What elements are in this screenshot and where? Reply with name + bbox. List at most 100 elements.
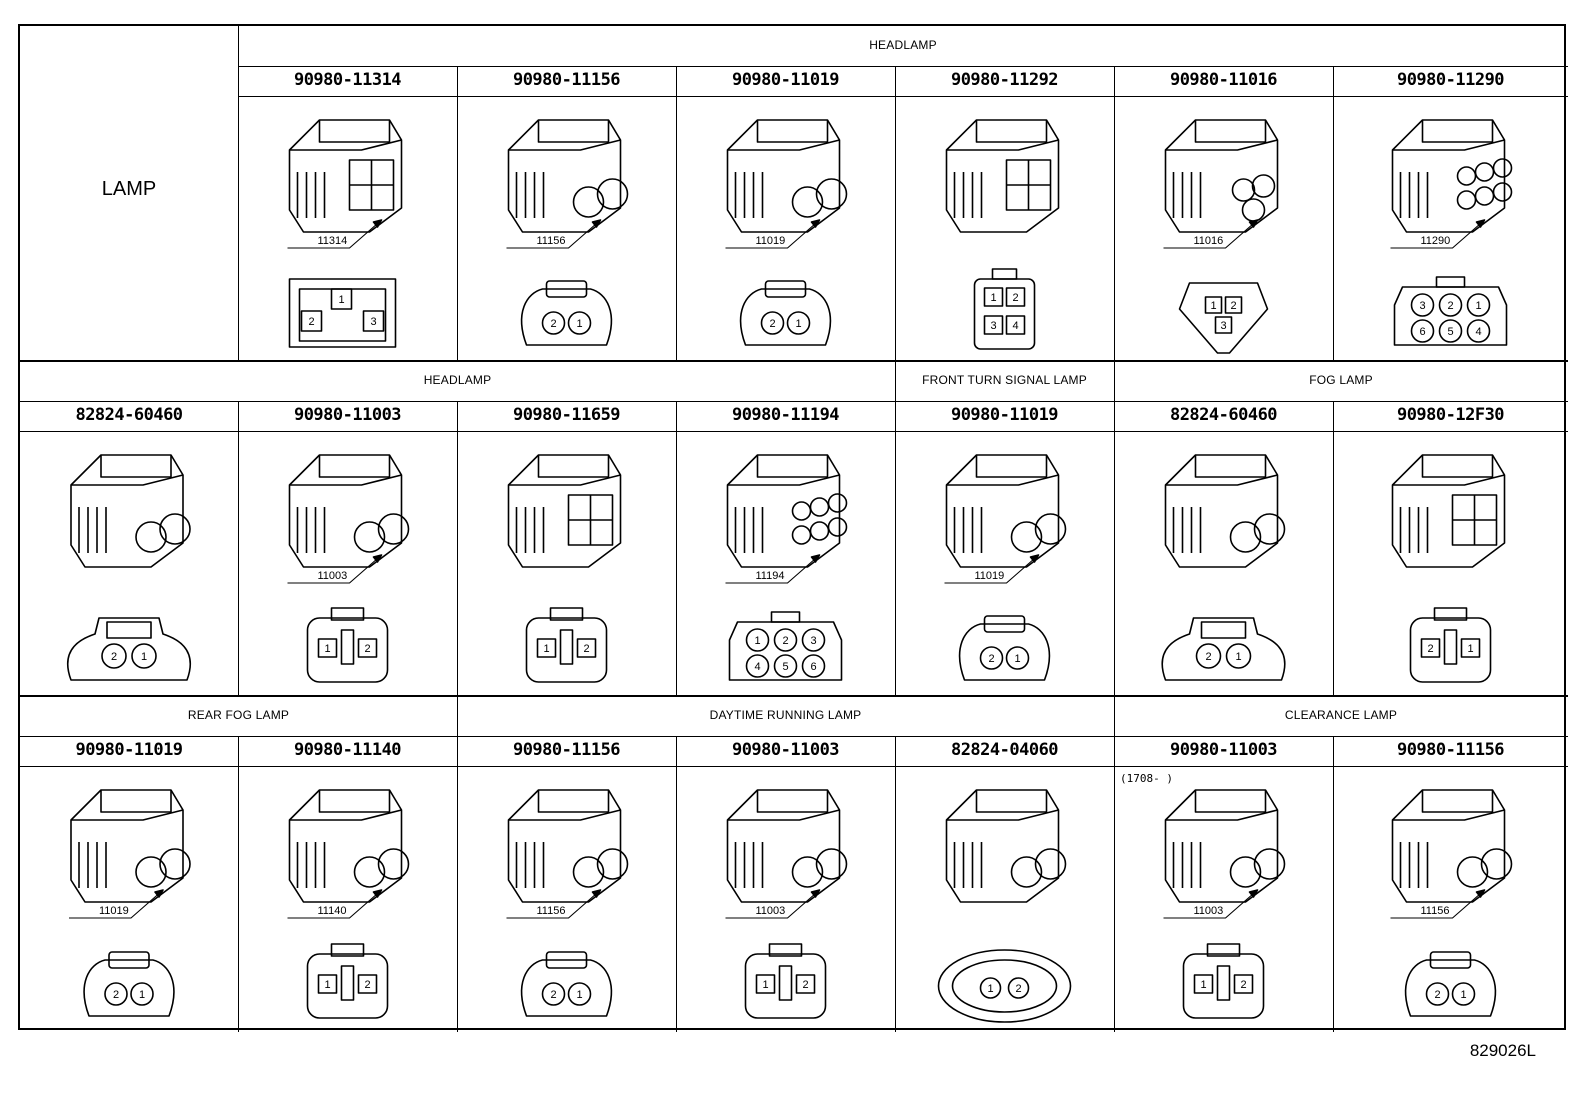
section-divider xyxy=(238,66,1568,67)
column-boundary xyxy=(676,736,677,1032)
part-number: 90980-11659 xyxy=(512,405,621,425)
terminal-cavity xyxy=(795,974,816,994)
column-boundary xyxy=(676,401,677,696)
terminal-number: 1 xyxy=(1460,989,1466,1001)
terminal-cavity xyxy=(1225,643,1252,669)
column-boundary xyxy=(676,66,677,361)
part-tag-label: 11140 xyxy=(318,905,347,917)
part-tag-leader xyxy=(944,554,1040,584)
terminal-cavity xyxy=(1438,319,1463,343)
part-number: 82824-04060 xyxy=(950,740,1059,760)
terminal-number: 2 xyxy=(550,989,556,1001)
terminal-number: 1 xyxy=(324,643,330,655)
terminal-number: 1 xyxy=(576,318,582,330)
part-tag-label: 11003 xyxy=(318,570,348,582)
part-tag-label: 11003 xyxy=(756,905,786,917)
part-number: 90980-11003 xyxy=(293,405,402,425)
part-divider xyxy=(238,96,1568,97)
part-tag-leader xyxy=(287,554,383,584)
terminal-number: 4 xyxy=(754,661,760,673)
terminal-cavity xyxy=(1420,638,1441,658)
terminal-cavity xyxy=(362,310,385,332)
mating-face-view xyxy=(1161,617,1286,681)
terminal-number: 2 xyxy=(550,318,556,330)
terminal-cavity xyxy=(745,654,770,678)
terminal-cavity xyxy=(786,311,811,335)
terminal-cavity xyxy=(1195,643,1222,669)
terminal-number: 3 xyxy=(1419,300,1425,312)
terminal-number: 1 xyxy=(1014,653,1020,665)
terminal-cavity xyxy=(1466,293,1491,317)
part-tag-label: 11290 xyxy=(1421,235,1451,247)
housing-perspective-view xyxy=(288,789,410,903)
part-tag-label: 11016 xyxy=(1194,235,1224,247)
mating-face-view xyxy=(728,611,843,681)
terminal-number: 2 xyxy=(364,979,370,991)
terminal-number: 1 xyxy=(795,318,801,330)
terminal-number: 4 xyxy=(1012,320,1018,332)
part-tag-label: 11314 xyxy=(318,235,348,247)
column-boundary xyxy=(1333,66,1334,361)
housing-perspective-view xyxy=(726,454,848,568)
housing-perspective-view xyxy=(945,789,1067,903)
terminal-cavity xyxy=(357,638,378,658)
section-label: FOG LAMP xyxy=(1309,373,1373,387)
terminal-cavity xyxy=(300,310,323,332)
figure-id: 829026L xyxy=(1469,1041,1536,1060)
terminal-cavity xyxy=(357,974,378,994)
column-boundary xyxy=(457,401,458,696)
corner-boundary xyxy=(238,26,239,361)
terminal-cavity xyxy=(979,977,1002,999)
terminal-cavity xyxy=(1005,287,1026,307)
terminal-number: 4 xyxy=(1475,326,1481,338)
terminal-number: 2 xyxy=(1230,300,1236,312)
terminal-number: 1 xyxy=(338,294,344,306)
terminal-number: 1 xyxy=(754,635,760,647)
terminal-number: 1 xyxy=(1235,651,1241,663)
terminal-cavity xyxy=(541,311,566,335)
column-boundary xyxy=(895,66,896,361)
housing-perspective-view xyxy=(70,454,191,568)
terminal-number: 1 xyxy=(1475,300,1481,312)
terminal-cavity xyxy=(1438,293,1463,317)
part-tag-leader xyxy=(725,219,821,249)
mating-face-view xyxy=(306,607,389,683)
mating-face-view xyxy=(1182,943,1265,1019)
housing-perspective-view xyxy=(1391,454,1506,568)
terminal-cavity xyxy=(1204,296,1223,314)
housing-perspective-view xyxy=(1164,789,1286,903)
part-tag-leader xyxy=(69,889,164,919)
housing-perspective-view xyxy=(1164,119,1279,233)
part-tag-leader xyxy=(1163,219,1259,249)
housing-perspective-view xyxy=(1391,119,1513,233)
terminal-cavity xyxy=(1451,982,1476,1006)
section-label: HEADLAMP xyxy=(869,38,937,52)
terminal-cavity xyxy=(801,654,826,678)
column-boundary xyxy=(1333,736,1334,1032)
terminal-number: 1 xyxy=(1200,979,1206,991)
mating-face-view xyxy=(525,607,608,683)
part-number: 90980-11292 xyxy=(950,70,1059,90)
row-divider xyxy=(20,360,1568,362)
housing-perspective-view xyxy=(507,119,629,233)
housing-perspective-view xyxy=(726,119,848,233)
section-boundary xyxy=(1114,361,1115,401)
